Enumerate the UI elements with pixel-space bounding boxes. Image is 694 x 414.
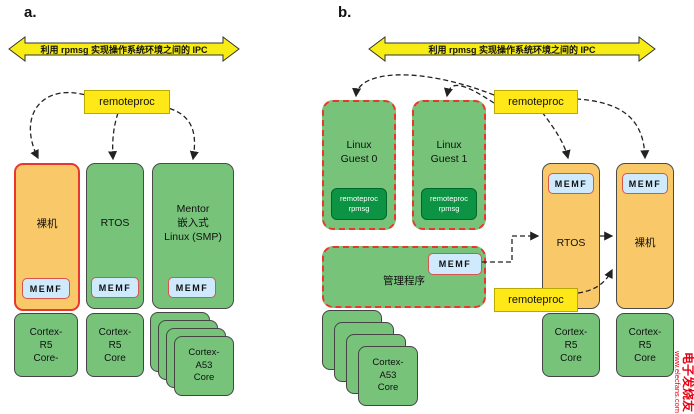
panel-a-rtos-box: RTOS MEMF [86, 163, 144, 309]
panel-b-linux-guest1-title: Linux Guest 1 [430, 139, 468, 166]
panel-a-baremetal-box: 裸机 MEMF [14, 163, 80, 311]
panel-b-guest0-rpmsg-badge: remoteproc rpmsg [331, 188, 387, 220]
memf-badge: MEMF [622, 173, 668, 194]
panel-b-banner-text: 利用 rpmsg 实现操作系统环境之间的 IPC [428, 44, 596, 55]
memf-badge: MEMF [91, 277, 139, 298]
memf-badge: MEMF [428, 253, 482, 275]
panel-b-hypervisor-title: 管理程序 [383, 275, 425, 287]
panel-b-baremetal-title: 裸机 [634, 236, 656, 249]
panel-a-core-a53-stack: Cortex- A53 Core [174, 336, 234, 396]
double-arrow-shape [368, 36, 656, 62]
panel-b-core-r5-bare: Cortex- R5 Core [616, 313, 674, 377]
watermark: 电子发烧友 www.elecfans.com [673, 350, 694, 414]
panel-a-core-r5-2: Cortex- R5 Core [86, 313, 144, 377]
panel-a-mentor-linux-box: Mentor 嵌入式 Linux (SMP) MEMF [152, 163, 234, 309]
panel-b-guest1-rpmsg-badge: remoteproc rpmsg [421, 188, 477, 220]
panel-a-banner: 利用 rpmsg 实现操作系统环境之间的 IPC [8, 36, 240, 62]
memf-badge: MEMF [22, 278, 70, 299]
panel-b-label: b. [338, 4, 352, 21]
panel-b-hypervisor-box: 管理程序 MEMF [322, 246, 486, 308]
panel-b-remoteproc-bottom-label: remoteproc [494, 288, 578, 312]
panel-b-linux-guest0-title: Linux Guest 0 [340, 139, 378, 166]
panel-a-label: a. [24, 4, 37, 21]
panel-a-core-r5-1: Cortex- R5 Core- [14, 313, 78, 377]
panel-b-banner: 利用 rpmsg 实现操作系统环境之间的 IPC [368, 36, 656, 62]
panel-b-core-a53-stack: Cortex- A53 Core [358, 346, 418, 406]
panel-b-baremetal-box: 裸机 MEMF [616, 163, 674, 309]
panel-b-core-r5-rtos: Cortex- R5 Core [542, 313, 600, 377]
panel-a-remoteproc-label: remoteproc [84, 90, 170, 114]
panel-b-linux-guest1-box: Linux Guest 1 remoteproc rpmsg [412, 100, 486, 230]
double-arrow-shape [8, 36, 240, 62]
panel-a-mentor-linux-title: Mentor 嵌入式 Linux (SMP) [164, 202, 222, 244]
panel-a-banner-text: 利用 rpmsg 实现操作系统环境之间的 IPC [40, 44, 208, 55]
panel-b-remoteproc-top-label: remoteproc [494, 90, 578, 114]
watermark-brand: 电子发烧友 [681, 351, 694, 412]
memf-badge: MEMF [548, 173, 594, 194]
panel-a-baremetal-title: 裸机 [36, 217, 58, 230]
watermark-site: www.elecfans.com [672, 350, 682, 414]
panel-b-rtos-title: RTOS [556, 236, 586, 249]
memf-badge: MEMF [168, 277, 216, 298]
panel-a-rtos-title: RTOS [100, 216, 130, 229]
panel-b-linux-guest0-box: Linux Guest 0 remoteproc rpmsg [322, 100, 396, 230]
